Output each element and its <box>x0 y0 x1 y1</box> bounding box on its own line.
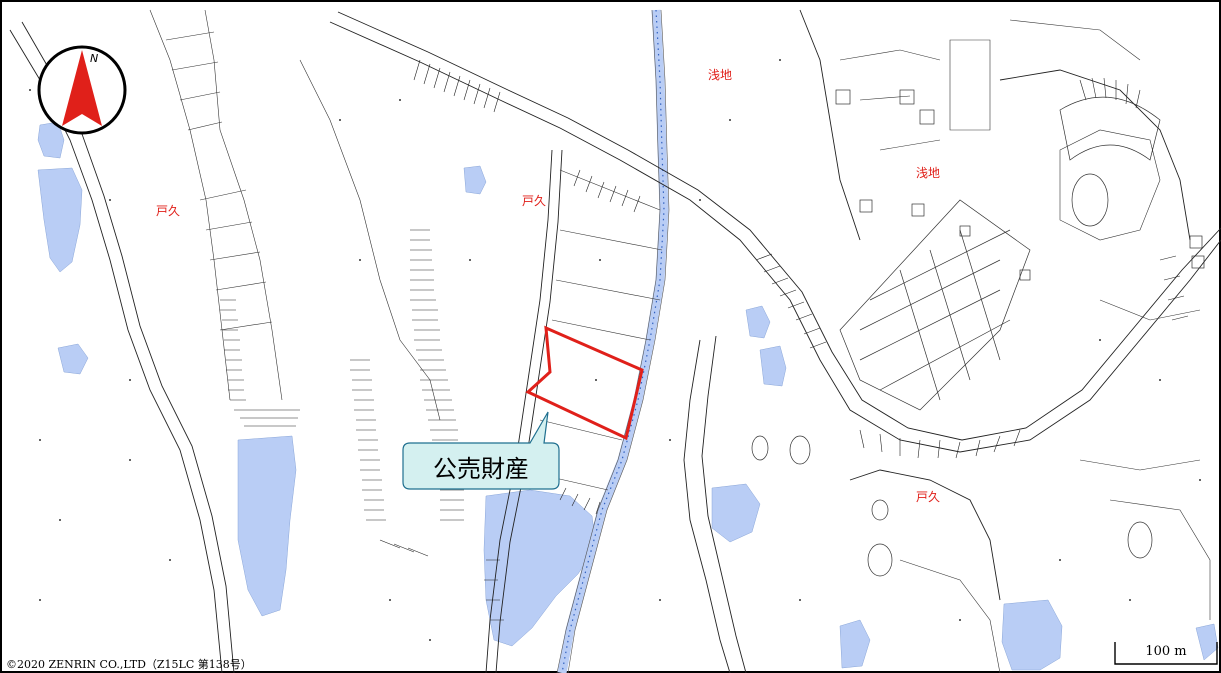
place-label-toku-west: 戸久 <box>156 204 181 218</box>
scale-bar <box>1114 642 1218 665</box>
property-callout <box>402 411 560 490</box>
pond-south-east <box>1001 599 1063 671</box>
water-bodies <box>37 121 1219 671</box>
place-label-toku-center: 戸久 <box>522 194 547 208</box>
scale-bar-label: 100 m <box>1145 644 1187 659</box>
compass-rose <box>37 45 127 135</box>
pond-golf <box>711 483 761 543</box>
property-outline[interactable] <box>525 325 644 441</box>
residential-grid <box>835 89 1205 411</box>
place-label-toku-south: 戸久 <box>916 490 941 504</box>
golf-features <box>751 96 1161 577</box>
compass-north-label: N <box>90 52 99 65</box>
place-label-asachi-east: 浅地 <box>916 166 941 180</box>
pond-center-1 <box>745 305 771 339</box>
pond-center-2 <box>759 345 787 387</box>
vegetation-dots <box>29 59 1201 641</box>
pond-south-right <box>1195 623 1219 661</box>
slope-hatching <box>220 59 1189 621</box>
pond-west <box>37 167 83 273</box>
pond-west-2 <box>57 343 89 375</box>
reservoir-south-west <box>237 435 297 617</box>
callout-label: 公売財産 <box>433 454 529 483</box>
pond-small-center <box>463 165 487 195</box>
north-arrow-icon <box>62 50 102 126</box>
copyright-notice: ©2020 ZENRIN CO.,LTD（Z15LC 第138号） <box>6 658 252 671</box>
place-label-asachi-north: 浅地 <box>708 68 733 82</box>
pond-south-mid <box>839 619 871 669</box>
